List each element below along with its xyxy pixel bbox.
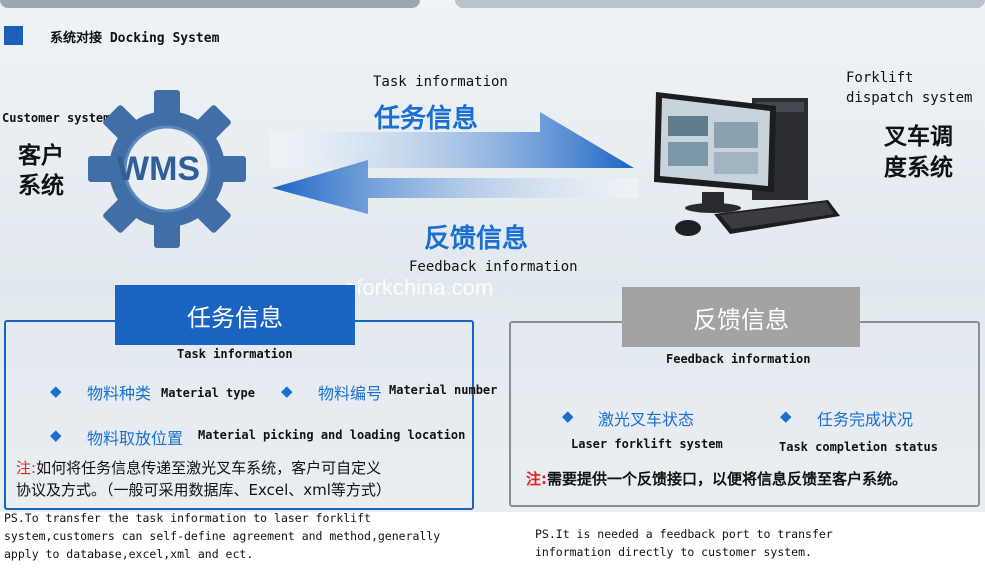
- bullet-icon: ◆: [50, 426, 62, 444]
- ps-left-line2: system,customers can self-define agreeme…: [4, 529, 441, 543]
- customer-cn-line2: 系统: [18, 173, 64, 199]
- ps-right-line2: information directly to customer system.: [535, 545, 812, 559]
- feedback-box-header: 反馈信息: [622, 287, 860, 347]
- task-note-line1: 注:如何将任务信息传递至激光叉车系统，客户可自定义: [16, 457, 381, 478]
- diagram-canvas: 系统对接 Docking System Customer system 客户 系…: [0, 0, 985, 512]
- material-number-en: Material number: [389, 383, 498, 397]
- note-text: 需要提供一个反馈接口，以便将信息反馈至客户系统。: [547, 470, 908, 488]
- note-text: 如何将任务信息传递至激光叉车系统，客户可自定义: [36, 459, 382, 477]
- feedback-info-en: Feedback information: [409, 259, 578, 275]
- task-note-line2: 协议及方式。（一般可采用数据库、Excel、xml等方式）: [16, 481, 391, 499]
- top-decoration-right: [455, 0, 985, 8]
- material-location-cn: 物料取放位置: [87, 429, 184, 448]
- forklift-label-line1: Forklift: [846, 70, 914, 86]
- feedback-info-cn: 反馈信息: [424, 224, 529, 254]
- task-info-en: Task information: [373, 74, 508, 90]
- forklift-cn-line2: 度系统: [884, 155, 953, 181]
- note-prefix: 注:: [16, 459, 37, 477]
- forklift-label-line2: dispatch system: [846, 90, 973, 106]
- top-decoration-left: [0, 0, 420, 8]
- task-completion-en: Task completion status: [779, 440, 938, 454]
- material-type-en: Material type: [161, 386, 255, 400]
- customer-cn-line1: 客户: [18, 143, 64, 169]
- forklift-status-cn: 激光叉车状态: [598, 410, 695, 429]
- watermark: eforkchina.com: [344, 275, 494, 300]
- forklift-cn-line1: 叉车调: [884, 124, 953, 150]
- feedback-box-subtitle: Feedback information: [666, 352, 811, 366]
- material-number-cn: 物料编号: [318, 384, 383, 403]
- ps-right-line1: PS.It is needed a feedback port to trans…: [535, 527, 833, 541]
- bullet-icon: ◆: [50, 382, 62, 400]
- material-type-cn: 物料种类: [87, 384, 152, 403]
- section-marker: [4, 26, 23, 45]
- task-completion-cn: 任务完成状况: [817, 410, 914, 429]
- note-prefix: 注:: [526, 470, 547, 488]
- wms-label: WMS: [117, 150, 201, 188]
- customer-system-label: Customer system: [2, 111, 111, 125]
- bullet-icon: ◆: [562, 407, 574, 425]
- data-flow-arrows: [270, 112, 638, 214]
- feedback-note: 注:需要提供一个反馈接口，以便将信息反馈至客户系统。: [526, 468, 907, 489]
- material-location-en: Material picking and loading location: [198, 428, 466, 442]
- bullet-icon: ◆: [281, 382, 293, 400]
- forklift-status-en: Laser forklift system: [571, 437, 723, 451]
- task-box-header: 任务信息: [115, 285, 355, 345]
- task-box-subtitle: Task information: [177, 347, 293, 361]
- wms-gear-icon: [86, 88, 248, 250]
- task-arrow: [270, 112, 634, 168]
- bullet-icon: ◆: [780, 407, 792, 425]
- computer-icon: [654, 92, 840, 236]
- task-info-cn: 任务信息: [374, 104, 479, 134]
- ps-left-line1: PS.To transfer the task information to l…: [4, 511, 371, 525]
- ps-left-line3: apply to database,excel,xml and ect.: [4, 547, 254, 561]
- section-title: 系统对接 Docking System: [50, 31, 220, 46]
